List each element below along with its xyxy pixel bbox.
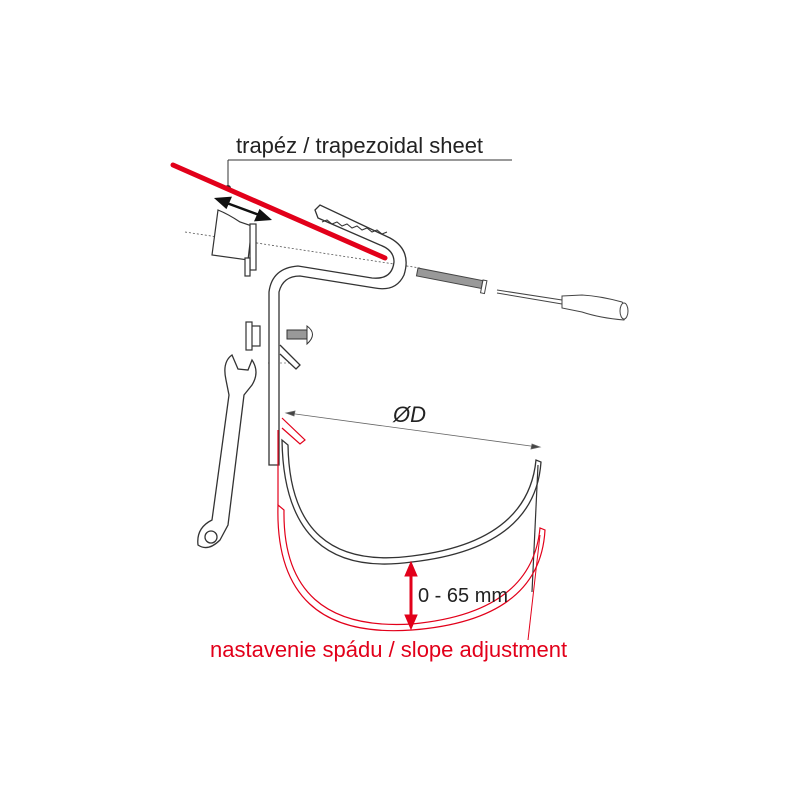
wrench-icon xyxy=(197,354,257,549)
sheet-clip xyxy=(211,209,257,277)
sheet-label-leader xyxy=(225,159,512,191)
nut-icon xyxy=(245,321,261,351)
range-label: 0 - 65 mm xyxy=(418,585,508,607)
gutter-rod xyxy=(531,464,539,593)
diameter-label: ØD xyxy=(392,402,426,427)
gutter-hook xyxy=(268,204,407,466)
gutter-rod-adjusted xyxy=(527,534,541,641)
slope-adjustment-label: nastavenie spádu / slope adjustment xyxy=(210,637,567,662)
double-arrow-icon xyxy=(213,196,273,222)
sheet-label: trapéz / trapezoidal sheet xyxy=(236,133,483,158)
gutter-original xyxy=(281,438,542,565)
screw-icon xyxy=(415,267,488,295)
screwdriver-icon xyxy=(496,289,629,321)
bolt-icon xyxy=(286,325,313,346)
diameter-dimension xyxy=(284,410,542,450)
gutter-adjusted xyxy=(277,503,546,632)
trapezoidal-sheet xyxy=(170,162,388,261)
adjusted-clip xyxy=(277,417,306,505)
slope-range-arrow xyxy=(404,560,418,631)
